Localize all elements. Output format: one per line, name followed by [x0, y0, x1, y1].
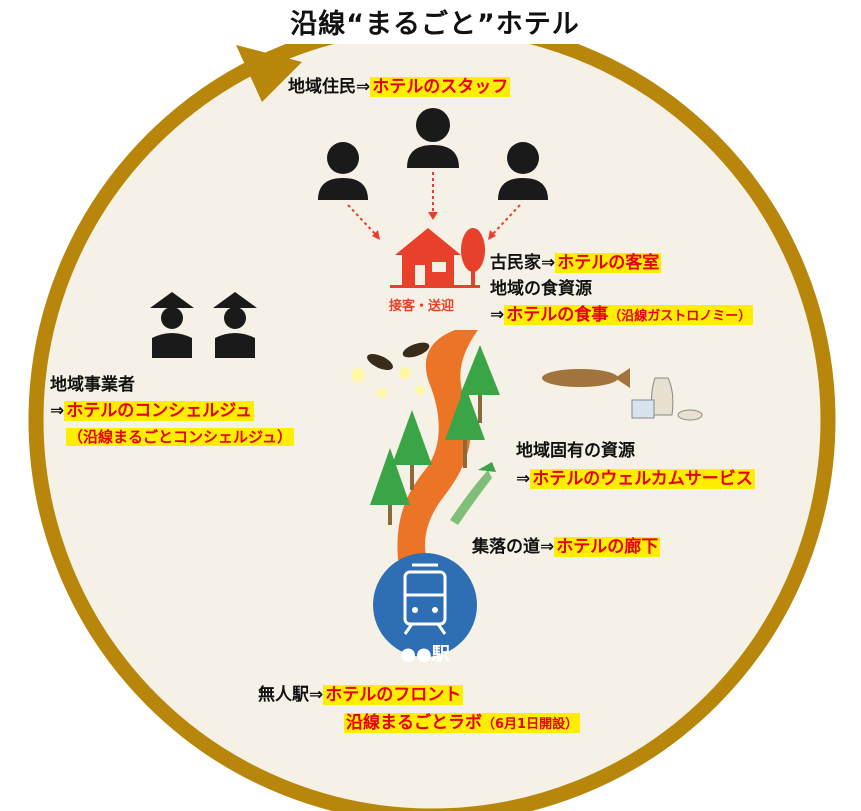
station-name: ●●駅: [400, 644, 450, 665]
kominka-text: 古民家⇒: [490, 253, 556, 273]
business-highlight: ホテルのコンシェルジュ: [64, 401, 255, 421]
business-line3: （沿線まるごとコンシェルジュ）: [66, 426, 294, 448]
business-line3-text: （沿線まるごとコンシェルジュ）: [66, 428, 294, 446]
road-label: 集落の道⇒ホテルの廊下: [472, 536, 661, 558]
person-icon: [407, 108, 459, 168]
kominka-label: 古民家⇒ホテルの客室: [490, 252, 662, 274]
sake-icon: [631, 377, 703, 421]
residents-highlight: ホテルのスタッフ: [370, 77, 511, 97]
farmer-icon: [213, 292, 257, 358]
fish-icon: [542, 368, 630, 388]
front-line2-small: （6月1日開設）: [482, 717, 579, 732]
unique-highlight: ホテルのウェルカムサービス: [530, 469, 755, 489]
firefly-icon: [351, 342, 430, 398]
station-circle: [373, 553, 477, 657]
house-icon: [390, 228, 485, 288]
road-highlight: ホテルの廊下: [554, 537, 661, 557]
background-disc: [36, 24, 828, 811]
road-text: 集落の道⇒: [472, 537, 555, 557]
page-title: 沿線“まるごと”ホテル: [265, 6, 605, 44]
village-road: [397, 330, 478, 570]
person-icon: [318, 142, 368, 200]
arrowhead-icon: [372, 212, 496, 240]
person-icon: [498, 142, 548, 200]
train-icon: [403, 563, 447, 635]
front-line2-highlight: 沿線まるごとラボ（6月1日開設）: [344, 713, 581, 733]
arrow-icon: [347, 172, 521, 238]
food-line1: 地域の食資源: [490, 279, 592, 299]
front-text: 無人駅⇒: [258, 685, 324, 705]
kominka-highlight: ホテルの客室: [555, 253, 662, 273]
tree-trunk-icon: [388, 395, 482, 525]
food-line2: ⇒ホテルの食事（沿線ガストロノミー）: [490, 304, 754, 328]
tree-icon: [370, 345, 500, 505]
house-caption: 接客・送迎: [389, 299, 455, 314]
ring-arrowhead-icon: [236, 45, 302, 102]
food-highlight-text: ホテルの食事: [506, 305, 609, 325]
front-line2-text: 沿線まるごとラボ: [346, 713, 482, 733]
food-highlight: ホテルの食事（沿線ガストロノミー）: [504, 305, 754, 325]
wasabi-icon: [450, 462, 496, 525]
front-highlight: ホテルのフロント: [323, 685, 464, 705]
food-prefix: ⇒: [490, 305, 505, 325]
unique-line1: 地域固有の資源: [516, 441, 635, 461]
residents-label: 地域住民⇒ホテルのスタッフ: [288, 76, 511, 98]
business-line2: ⇒ホテルのコンシェルジュ: [50, 400, 255, 422]
train-light-icon: [412, 607, 438, 613]
unique-line2: ⇒ホテルのウェルカムサービス: [516, 468, 755, 490]
unique-prefix: ⇒: [516, 469, 531, 489]
residents-text: 地域住民⇒: [288, 77, 371, 97]
front-line1: 無人駅⇒ホテルのフロント: [258, 684, 464, 706]
farmer-icon: [150, 292, 194, 358]
food-highlight-small: （沿線ガストロノミー）: [608, 309, 752, 324]
business-prefix: ⇒: [50, 401, 65, 421]
business-line1: 地域事業者: [50, 375, 135, 395]
front-line2: 沿線まるごとラボ（6月1日開設）: [344, 712, 581, 736]
